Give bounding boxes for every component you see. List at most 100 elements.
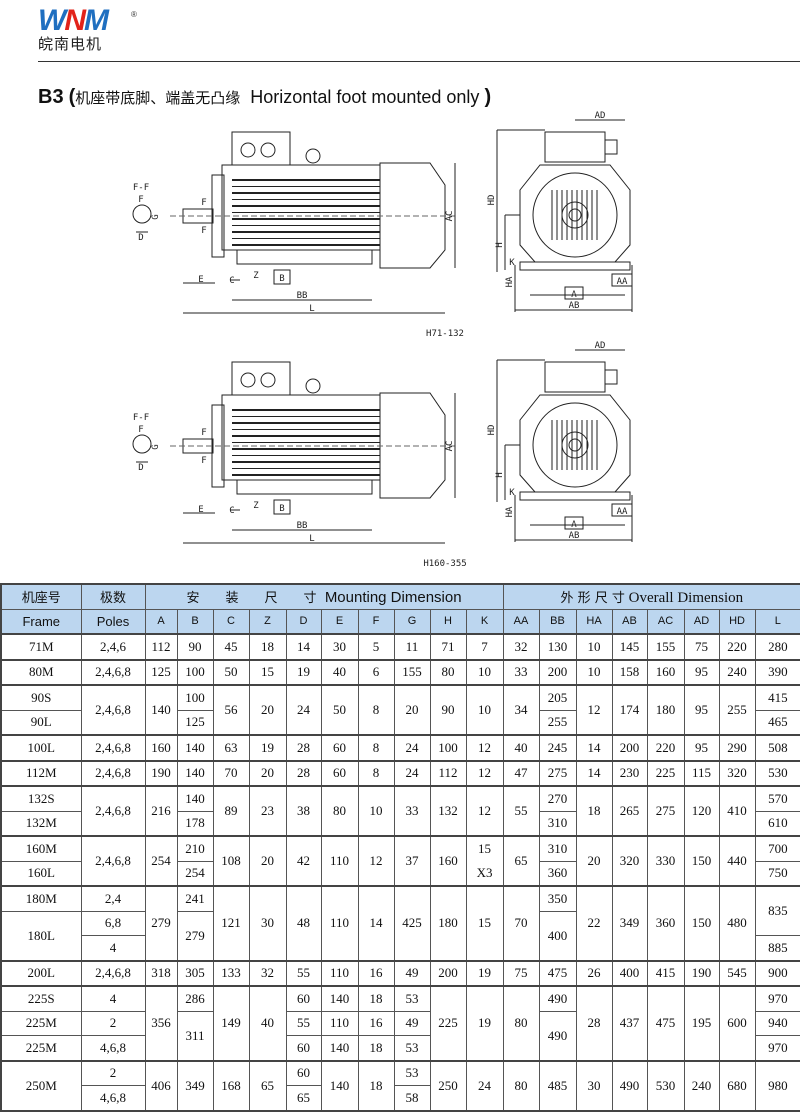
end-frame xyxy=(519,164,631,263)
table-cell: 230 xyxy=(611,759,648,787)
table-cell: 112 xyxy=(429,759,467,787)
company-logo: WNM ® 皖南电机 xyxy=(38,4,138,53)
table-cell: 2,4,6,8 xyxy=(80,658,146,686)
table-cell: 545 xyxy=(718,959,756,987)
table-cell: 53 xyxy=(393,985,431,1012)
table-cell: 49 xyxy=(393,959,431,987)
mounting-foot xyxy=(236,479,373,495)
header-rule xyxy=(38,61,800,62)
table-cell: 110 xyxy=(320,1010,359,1036)
table-cell: 160M xyxy=(0,835,82,862)
dim-label-d: D xyxy=(138,233,143,243)
table-cell: 970 xyxy=(754,985,800,1012)
mounting-dimension-header: 安 装 尺 寸 Mounting Dimension xyxy=(144,583,504,610)
table-cell: 390 xyxy=(754,658,800,686)
table-cell: 480 xyxy=(718,885,756,961)
table-cell: 290 xyxy=(718,734,756,761)
table-cell: 15 xyxy=(465,885,504,961)
table-cell: 2,4,6,8 xyxy=(80,759,146,787)
table-cell: 80 xyxy=(429,658,467,686)
table-cell: 133 xyxy=(212,959,250,987)
table-cell: 18 xyxy=(357,1035,395,1061)
table-cell: 168 xyxy=(212,1059,250,1111)
table-cell: 350 xyxy=(538,885,577,912)
table-cell: 100 xyxy=(176,684,214,711)
table-cell: 110 xyxy=(320,885,359,961)
table-cell: 4,6,8 xyxy=(80,1085,146,1111)
table-cell: 19 xyxy=(465,985,504,1061)
table-cell: 160 xyxy=(646,658,685,686)
table-cell: 10 xyxy=(575,658,613,686)
table-cell: 14 xyxy=(357,885,395,961)
cable-gland xyxy=(240,372,256,388)
table-cell: 100L xyxy=(0,734,82,761)
table-cell: 19 xyxy=(248,734,287,761)
column-header-g: G xyxy=(393,608,431,635)
dim-label-g: G xyxy=(151,444,161,449)
table-cell: 10 xyxy=(357,785,395,837)
table-cell: 195 xyxy=(683,985,720,1061)
column-header-aa: AA xyxy=(502,608,540,635)
table-cell: 37 xyxy=(393,835,431,887)
table-cell: 4 xyxy=(80,985,146,1012)
table-cell: 360 xyxy=(646,885,685,961)
frame-header-cn: 机座号 xyxy=(0,583,82,610)
logo-mark: WNM xyxy=(38,4,109,37)
shaft-end xyxy=(561,201,589,229)
table-cell: 279 xyxy=(144,885,178,961)
dimension-box xyxy=(273,499,291,515)
table-cell: 121 xyxy=(212,885,250,961)
shaft-end xyxy=(561,431,589,459)
table-cell: 320 xyxy=(611,835,648,887)
table-cell: 18 xyxy=(357,985,395,1012)
table-cell: 440 xyxy=(718,835,756,887)
table-cell: 2,4,6,8 xyxy=(80,734,146,761)
table-cell: 53 xyxy=(393,1035,431,1061)
dim-label-ac: AC xyxy=(445,211,455,222)
table-cell: 65 xyxy=(285,1085,322,1111)
dim-label-z: Z xyxy=(253,271,259,281)
table-cell: 485 xyxy=(538,1059,577,1111)
table-cell: 23 xyxy=(248,785,287,837)
table-cell: 180M xyxy=(0,885,82,912)
table-cell: 205 xyxy=(538,684,577,711)
table-cell: 465 xyxy=(754,709,800,736)
table-cell: 90 xyxy=(429,684,467,736)
table-cell: 32 xyxy=(502,633,540,660)
table-cell: 34 xyxy=(502,684,540,736)
dim-label-c: C xyxy=(229,506,234,516)
motor-body xyxy=(221,164,381,251)
table-cell: 30 xyxy=(575,1059,613,1111)
table-cell: 60 xyxy=(320,759,359,787)
table-cell: 400 xyxy=(611,959,648,987)
column-header-ab: AB xyxy=(611,608,648,635)
table-cell: 12 xyxy=(357,835,395,887)
table-cell: 125 xyxy=(144,658,178,686)
dimension-box xyxy=(611,273,633,287)
end-frame xyxy=(519,394,631,493)
dim-label-aa: AA xyxy=(617,277,628,287)
table-cell: 90 xyxy=(176,633,214,660)
table-cell: 750 xyxy=(754,860,800,887)
table-cell: 8 xyxy=(357,759,395,787)
table-cell: 174 xyxy=(611,684,648,736)
table-cell: 95 xyxy=(683,734,720,761)
column-header-a: A xyxy=(144,608,178,635)
column-header-ac: AC xyxy=(646,608,685,635)
column-header-ha: HA xyxy=(575,608,613,635)
dim-label-f: F xyxy=(201,198,206,208)
table-cell: 42 xyxy=(285,835,322,887)
table-cell: 60 xyxy=(285,1035,322,1061)
dim-label-ha: HA xyxy=(505,506,515,517)
table-cell: 75 xyxy=(683,633,720,660)
table-cell: 216 xyxy=(144,785,178,837)
section-label: F-F xyxy=(133,413,149,423)
table-cell: 65 xyxy=(248,1059,287,1111)
table-cell: 305 xyxy=(176,959,214,987)
table-cell: 178 xyxy=(176,810,214,837)
